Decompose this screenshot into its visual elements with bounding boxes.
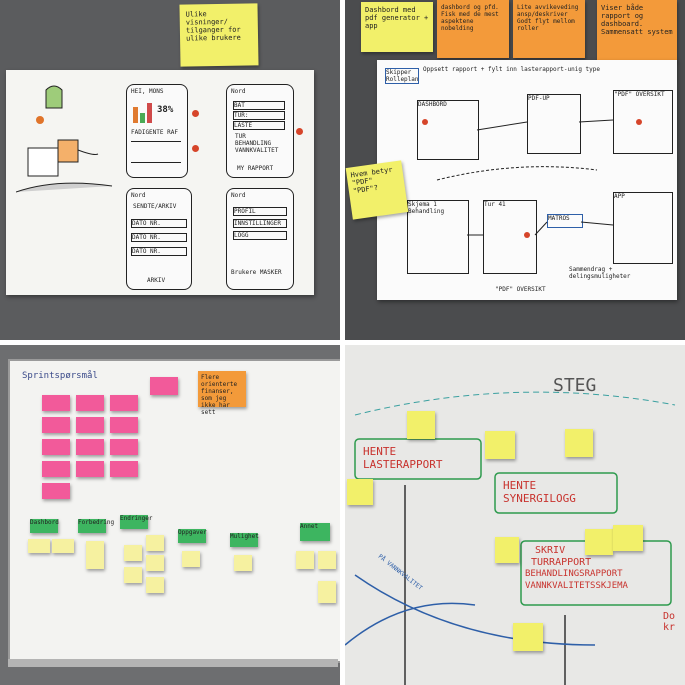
sticky-note-2: dashbord og pfd. Fisk med de mest aspekt…	[437, 0, 509, 58]
whiteboard-tray	[8, 659, 338, 667]
yellow-note	[565, 429, 593, 457]
flow-label-summary: Sammendrag + delingsmuligheter	[569, 266, 631, 280]
yellow-note	[52, 539, 74, 553]
photo-steps-whiteboard: STEG HENTE LASTERAPPORT HENTE SYNERGILOG…	[345, 345, 685, 685]
yellow-note	[28, 539, 50, 553]
step-turrapport: TURRAPPORT	[531, 557, 592, 568]
phone2-item-3: VANNKVALITET	[235, 147, 279, 154]
yellow-note	[318, 551, 336, 569]
yellow-note	[296, 551, 314, 569]
yellow-note	[513, 623, 543, 651]
sticky-note-4: Viser både rapport og dashboard. Sammens…	[597, 0, 677, 62]
green-label-2: Forbedring	[78, 519, 114, 533]
phone4-item-3: LOGG	[233, 231, 287, 240]
flow-box-matros: MATROS	[547, 214, 583, 228]
yellow-note	[146, 577, 164, 593]
yellow-note	[182, 551, 200, 567]
phone2-title: Nord	[231, 88, 246, 95]
person-illustration	[16, 85, 113, 193]
phone3-row-3: DATO NR.	[131, 247, 187, 256]
yellow-note	[318, 581, 336, 603]
phone4-item-2: INNSTILLINGER	[233, 219, 287, 228]
yellow-note	[124, 545, 142, 561]
phone3-heading: SENDTE/ARKIV	[133, 203, 177, 210]
phone4-title: Nord	[231, 192, 246, 199]
phone3-title: Nord	[131, 192, 146, 199]
phone2-item-2: BEHANDLING	[235, 140, 272, 147]
step-side-text: Do kr	[663, 611, 676, 633]
phone2-footer: MY RAPPORT	[237, 165, 274, 172]
phone2-row-1: BAT	[233, 101, 285, 110]
green-label-1: Dashbord	[30, 519, 59, 533]
yellow-note	[613, 525, 643, 551]
green-label-6: Annet	[300, 523, 330, 541]
marker-dot	[192, 110, 199, 117]
phone3-row-1: DATO NR.	[131, 219, 187, 228]
flow-label-pdf-overview: "PDF" OVERSIKT	[495, 286, 546, 293]
sketch-paper: HEI, MONS 38% FADIGENTE RAF Nord BAT TUR…	[6, 70, 314, 295]
flow-paper: Oppsett rapport + fylt inn lasterapport-…	[377, 60, 677, 300]
phone3-footer: ARKIV	[147, 277, 166, 284]
green-label-3: Endringer	[120, 515, 153, 529]
phone4-footer: Brukere MASKER	[231, 269, 282, 276]
phone2-row-3: LASTE	[233, 121, 285, 130]
sticky-note-1: Dashbord med pdf generator + app	[361, 2, 433, 52]
whiteboard-title: Sprintspørsmål	[22, 371, 98, 381]
sticky-note-3: Lite avvikeveding ansp/deskriver Godt fl…	[513, 0, 585, 58]
phone1-greeting: HEI, MONS	[131, 88, 164, 95]
yellow-note	[124, 567, 142, 583]
step-vannkvalitetsskjema: VANNKVALITETSSKJEMA	[525, 581, 628, 591]
yellow-note	[485, 431, 515, 459]
flow-headline: Oppsett rapport + fylt inn lasterapport-…	[423, 66, 601, 73]
yellow-note	[86, 541, 104, 569]
green-label-5: Mulighet	[230, 533, 259, 547]
marker-dot	[192, 145, 199, 152]
phone-sketch-profile: Nord PROFIL INNSTILLINGER LOGG Brukere M…	[226, 188, 294, 290]
phone-sketch-report: Nord BAT TUR: LASTE TUR BEHANDLING VANNK…	[226, 84, 294, 178]
phone1-label: FADIGENTE RAF	[131, 129, 178, 136]
steps-title: STEG	[553, 375, 597, 396]
yellow-note	[585, 529, 613, 555]
orange-note: Flere orienterte finanser, som jeg ikke …	[198, 371, 246, 416]
flow-box-skipper: Skipper Rolleplan	[385, 68, 419, 84]
flow-box-tur41: Tur 41	[483, 200, 537, 274]
steps-drawing	[345, 391, 676, 685]
yellow-note	[407, 411, 435, 439]
photo-wireframe-sketches: Ulike visninger/ tilganger for ulike bru…	[0, 0, 340, 340]
green-label-4: Oppgaver	[178, 529, 207, 543]
flow-box-skjema: Skjema 1 Behandling	[407, 200, 469, 274]
phone3-row-2: DATO NR.	[131, 233, 187, 242]
sticky-note-top: Ulike visninger/ tilganger for ulike bru…	[179, 3, 259, 67]
flow-box-app: APP	[613, 192, 673, 264]
phone1-percent: 38%	[157, 105, 174, 115]
marker-dot	[296, 128, 303, 135]
yellow-note	[347, 479, 373, 505]
phone2-row-2: TUR:	[233, 111, 285, 120]
yellow-note	[495, 537, 519, 563]
step-hente-synergilogg: HENTE SYNERGILOGG	[503, 479, 576, 505]
pink-note-grid	[42, 395, 142, 505]
sticky-note-side: Hvem betyr "PDF" "PDF"?	[345, 160, 409, 220]
pink-note	[150, 377, 178, 395]
yellow-note	[146, 555, 164, 571]
photo-sprint-whiteboard: Sprintspørsmål Flere orienterte finanser…	[0, 345, 340, 685]
step-skriv: SKRIV	[535, 545, 566, 556]
phone4-item-1: PROFIL	[233, 207, 287, 216]
yellow-note	[146, 535, 164, 551]
phone2-item-1: TUR	[235, 133, 246, 140]
phone1-bars	[133, 103, 153, 123]
yellow-note	[234, 555, 252, 571]
flow-box-pdf-oversikt: "PDF" OVERSIKT	[613, 90, 673, 154]
photo-flow-diagram: Dashbord med pdf generator + app dashbor…	[345, 0, 685, 340]
phone-sketch-home: HEI, MONS 38% FADIGENTE RAF	[126, 84, 188, 178]
step-behandlingsrapport: BEHANDLINGSRAPPORT	[525, 569, 623, 579]
flow-box-pdf-up: PDF-UP	[527, 94, 581, 154]
flow-arrows	[422, 119, 642, 238]
phone-sketch-archive: Nord SENDTE/ARKIV DATO NR. DATO NR. DATO…	[126, 188, 192, 290]
step-hente-lasterapport: HENTE LASTERAPPORT	[363, 445, 443, 471]
